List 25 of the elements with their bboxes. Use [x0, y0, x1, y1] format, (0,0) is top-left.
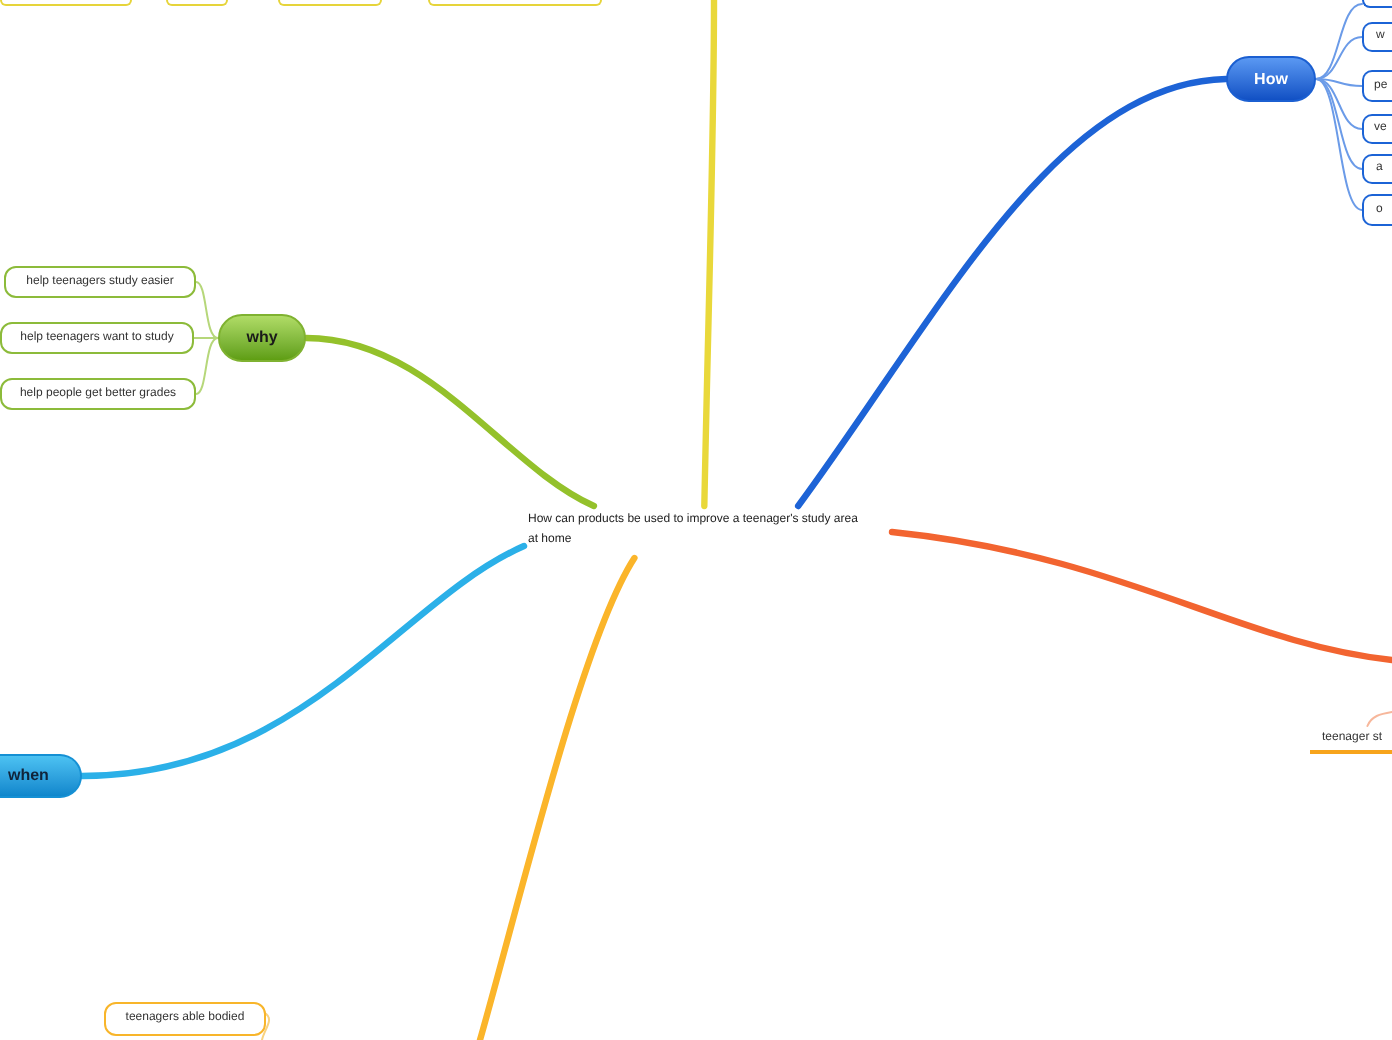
connector-line	[1315, 78, 1363, 87]
subtopic-box	[1362, 0, 1392, 8]
subtopic-box	[428, 0, 602, 6]
connector-line	[302, 334, 598, 510]
connector-line	[78, 542, 528, 780]
connector-line	[476, 554, 638, 1040]
subtopic-box	[0, 0, 132, 6]
topic-pill: why	[218, 314, 306, 362]
connector-line	[195, 337, 219, 395]
connector-line	[195, 281, 219, 339]
connector-line	[193, 337, 219, 339]
topic-pill: when	[0, 754, 82, 798]
connector-line	[1315, 78, 1363, 211]
connector-line	[888, 528, 1392, 664]
connector-line	[1315, 36, 1363, 80]
subtopic-box	[278, 0, 382, 6]
subtopic-box	[166, 0, 228, 6]
connector-line	[1315, 3, 1363, 80]
connector-line	[1315, 78, 1363, 170]
topic-pill: How	[1226, 56, 1316, 102]
connector-line	[794, 75, 1230, 510]
connector-line	[701, 0, 718, 510]
connector-line	[261, 1012, 271, 1040]
connector-line	[1315, 78, 1363, 130]
connector-line	[1366, 711, 1392, 727]
